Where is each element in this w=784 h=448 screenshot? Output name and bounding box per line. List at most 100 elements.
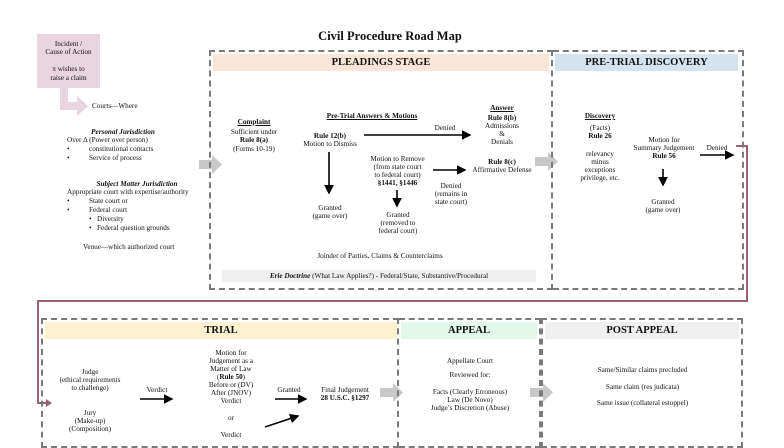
erie-rest: (What Law Applies?) - Federal/State, Sub… — [310, 272, 489, 280]
remove-line1: Motion to Remove — [370, 155, 425, 163]
motion-rule-line: (Rule 50) — [198, 373, 264, 382]
courts-where: Courts—Where — [92, 102, 138, 110]
discovery-line: minus — [591, 158, 609, 166]
remove-granted-line2: (removed to — [380, 219, 416, 227]
incident-box: Incident / Cause of Action π wishes to r… — [37, 34, 100, 88]
smj-subtitle: Appropriate court with expertise/authori… — [67, 188, 189, 196]
remove-denied-line1: Denied — [440, 182, 462, 190]
jury-line1: Jury — [83, 409, 97, 417]
complaint-line1: Sufficient under — [230, 128, 278, 136]
summary-granted-line1: Granted — [651, 198, 675, 206]
remove-denied-line2: (remains in — [434, 190, 468, 198]
post-appeal-header: POST APPEAL — [545, 322, 739, 339]
discovery-facts: (Facts) — [590, 124, 610, 132]
answer-heading: Answer — [490, 104, 514, 112]
remove-granted-line1: Granted — [386, 211, 410, 219]
pj-bullet: constitutional contacts — [67, 145, 153, 154]
pleadings-header: PLEADINGS STAGE — [213, 54, 549, 71]
remove-rule: §1441, §1446 — [377, 179, 418, 187]
remove-granted-line3: federal court) — [378, 227, 418, 235]
appeal-header: APPEAL — [401, 322, 537, 339]
motion-or: or — [228, 414, 234, 422]
post-appeal-item: Same claim (res judicata) — [605, 383, 680, 391]
discovery-stage: PRE-TRIAL DISCOVERY — [553, 50, 744, 290]
incident-line2: Cause of Action — [45, 48, 92, 56]
judge-line1: Judge — [81, 368, 99, 376]
erie-doctrine-bar: Erie Doctrine (What Law Applies?) - Fede… — [222, 270, 536, 282]
smj-heading: Subject Matter Jurisdiction — [96, 180, 178, 188]
complaint-forms: (Forms 10-19) — [233, 145, 275, 153]
incident-line4: raise a claim — [50, 74, 87, 82]
discovery-line: relevancy — [586, 150, 614, 158]
pleadings-stage: PLEADINGS STAGE — [209, 50, 553, 290]
motion-verdict: Verdict — [220, 431, 242, 439]
motion-line3: Matter of Law — [210, 365, 252, 373]
judge-line3: to challenge) — [71, 384, 109, 392]
answer-line4: Affirmative Defense — [472, 166, 532, 174]
smj-bullet: State court or — [67, 197, 128, 206]
summary-line2: Summary Judgement — [633, 144, 695, 152]
erie-bold: Erie Doctrine — [269, 272, 311, 280]
smj-sub-bullet: Diversity — [67, 215, 124, 224]
incident-to-courts-arrow — [60, 88, 88, 116]
motion-line1: Motion for — [215, 349, 247, 357]
dismiss-granted-line1: Granted — [318, 204, 342, 212]
appeal-stage: APPEAL — [399, 318, 541, 448]
flow-arrow-to-pleadings — [199, 155, 222, 174]
discovery-line: privilege, etc. — [580, 174, 620, 182]
complaint-rule: Rule 8(a) — [239, 136, 269, 144]
dismiss-granted-line2: (game over) — [312, 212, 348, 220]
motion-line2: Judgement as a — [209, 357, 253, 365]
incident-line3: π wishes to — [52, 65, 85, 73]
flow-arrow-to-discovery — [535, 152, 558, 171]
remove-denied-line3: state court) — [434, 198, 468, 206]
summary-denied: Denied — [706, 144, 728, 152]
venue: Venue—which authorized court — [83, 243, 175, 251]
summary-rule: Rule 56 — [652, 152, 676, 160]
appeal-item: Facts (Clearly Erroneous) — [432, 388, 508, 396]
smj-bullet: Federal court — [67, 206, 127, 215]
granted-label: Granted — [277, 386, 301, 394]
motions-heading: Pre-Trial Answers & Motions — [326, 112, 418, 120]
remove-line2: (from state court — [373, 163, 422, 171]
denied-label: Denied — [434, 124, 456, 132]
post-appeal-item: Same/Similar claims precluded — [597, 366, 688, 374]
answer-line1: Admissions — [485, 122, 519, 130]
answer-rule-b: Rule 8(b) — [487, 114, 517, 122]
discovery-rule: Rule 26 — [588, 132, 612, 140]
motion-line5: Before or (DV) — [208, 381, 254, 389]
connector-discovery-to-trial — [37, 145, 748, 404]
jury-line3: (Composition) — [69, 425, 111, 433]
discovery-header: PRE-TRIAL DISCOVERY — [555, 54, 738, 71]
complaint-heading: Complaint — [237, 118, 271, 126]
jury-line2: (Make-up) — [74, 417, 106, 425]
post-appeal-item: Same issue (collateral estoppel) — [596, 399, 689, 407]
motion-rule: Rule 50 — [219, 373, 243, 381]
appeal-item: Judge’s Discretion (Abuse) — [430, 404, 510, 412]
appeal-court: Appellate Court — [446, 357, 494, 365]
smj-sub-bullet: Federal question grounds — [67, 224, 170, 233]
final-line1: Final Judgement — [321, 386, 369, 394]
answer-line3: Denials — [491, 138, 513, 146]
discovery-line: exceptions — [584, 166, 616, 174]
appeal-item: Law (De Novo) — [447, 396, 493, 404]
judge-line2: (ethical requirements — [59, 376, 121, 384]
pj-bullet: Service of process — [67, 154, 142, 163]
motion-line6: After (JNOV) — [210, 389, 252, 397]
flow-arrow-to-post-appeal — [530, 383, 553, 402]
incident-line1: Incident / — [54, 40, 83, 48]
summary-granted-line2: (game over) — [645, 206, 681, 214]
answer-rule-c: Rule 8(c) — [488, 158, 516, 166]
rule12-rule: Rule 12(b) — [313, 132, 347, 140]
rule-prefix: ( — [216, 373, 220, 381]
page-title: Civil Procedure Road Map — [318, 29, 462, 43]
remove-line3: to federal court) — [374, 171, 421, 179]
discovery-heading: Discovery — [584, 112, 616, 120]
motion-line7: Verdict — [220, 397, 242, 405]
summary-line1: Motion for — [648, 136, 680, 144]
pj-subtitle: Over Δ (Power over person) — [67, 136, 148, 144]
verdict-label: Verdict — [146, 386, 168, 394]
erie-doctrine: Erie Doctrine (What Law Applies?) - Fede… — [222, 272, 536, 281]
joinder: Joinder of Parties, Claims & Counterclai… — [317, 252, 443, 260]
